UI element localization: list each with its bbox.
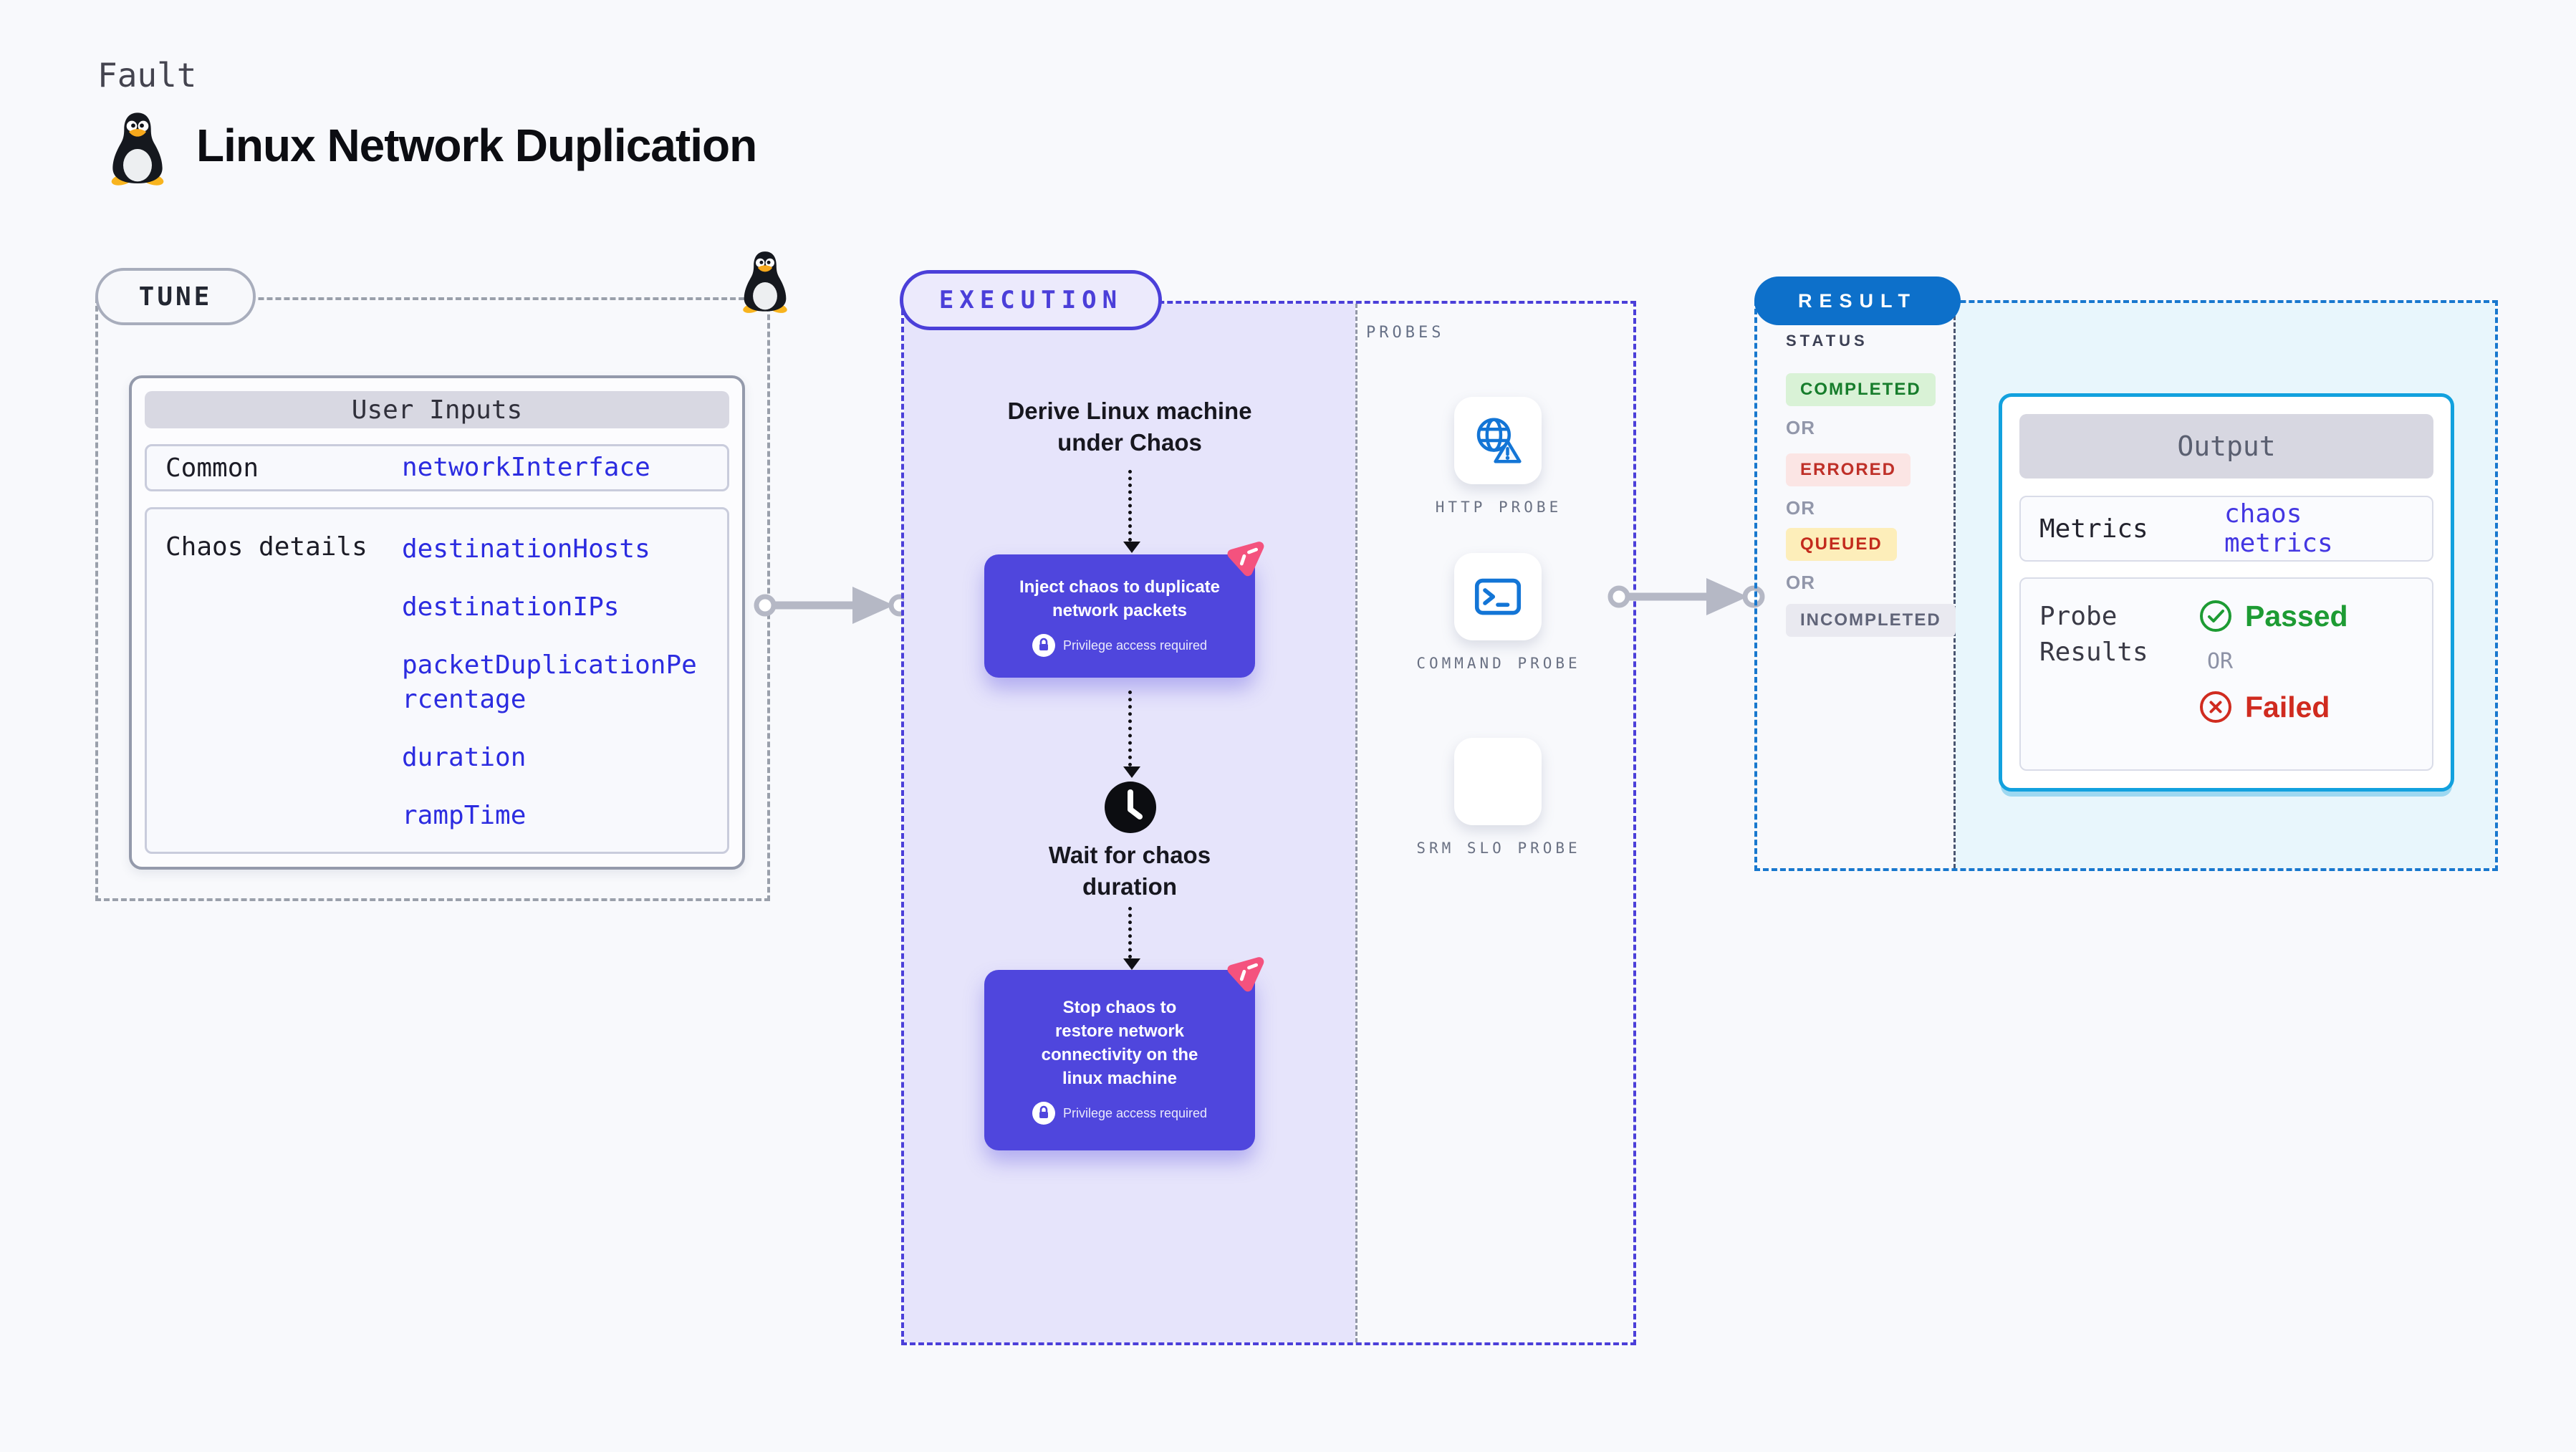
step-stop-node: Stop chaos to restore network connectivi… <box>984 970 1255 1150</box>
probe-result-passed: Passed <box>2198 599 2348 633</box>
output-or-separator: OR <box>2207 649 2234 674</box>
metrics-label: Metrics <box>2039 514 2148 544</box>
status-or-separator: OR <box>1786 417 1815 438</box>
failed-label: Failed <box>2245 690 2330 723</box>
status-chip-queued: QUEUED <box>1786 528 1897 561</box>
execution-badge: EXECUTION <box>900 270 1162 330</box>
flow-arrow-down-icon <box>1123 470 1140 553</box>
step-derive-label: Derive Linux machine under Chaos <box>1007 398 1252 456</box>
check-circle-icon <box>2198 599 2233 633</box>
http-probe-label: HTTP PROBE <box>1435 499 1562 516</box>
input-variable: duration <box>402 743 527 772</box>
privilege-note: Privilege access required <box>1062 638 1208 653</box>
lock-icon <box>1032 634 1055 657</box>
page-title: Linux Network Duplication <box>196 120 757 171</box>
output-card: Output Metrics chaos metrics Probe Resul… <box>1999 393 2454 792</box>
status-chip-completed: COMPLETED <box>1786 373 1936 406</box>
input-variable: packetDuplicationPercentage <box>402 650 697 714</box>
user-inputs-title: User Inputs <box>145 391 729 429</box>
execution-flow-panel: Derive Linux machine under Chaos Inject … <box>904 304 1355 1342</box>
status-chip-errored: ERRORED <box>1786 453 1911 486</box>
result-section-box: STATUS COMPLETED OR ERRORED OR QUEUED OR… <box>1754 300 2498 871</box>
table-row-chaos-details: Chaos details destinationHosts destinati… <box>145 507 729 854</box>
chaos-fault-icon <box>1223 535 1269 581</box>
execution-section-box: Derive Linux machine under Chaos Inject … <box>901 301 1636 1345</box>
metrics-row: Metrics chaos metrics <box>2019 496 2433 562</box>
probe-results-row: Probe Results Passed OR Failed <box>2019 577 2433 771</box>
status-column: STATUS COMPLETED OR ERRORED OR QUEUED OR… <box>1757 303 1956 868</box>
srm-slo-probe-label: SRM SLO PROBE <box>1416 840 1581 857</box>
inject-node-title: Inject chaos to duplicate network packet… <box>1019 577 1221 620</box>
flow-arrow-down-icon <box>1123 907 1140 970</box>
arrow-execution-to-result <box>1600 564 1767 629</box>
tune-badge: TUNE <box>95 268 256 325</box>
probe-results-label: Probe Results <box>2039 602 2148 667</box>
row-label: Chaos details <box>165 532 367 562</box>
command-probe-card <box>1454 553 1542 640</box>
slo-donut-check-icon <box>1472 756 1524 807</box>
passed-label: Passed <box>2245 599 2348 633</box>
terminal-icon <box>1472 571 1524 622</box>
linux-tux-corner-icon <box>741 251 789 314</box>
input-variable: rampTime <box>402 801 527 830</box>
table-row-common: Common networkInterface <box>145 444 729 491</box>
probes-title: PROBES <box>1366 324 1445 342</box>
command-probe-label: COMMAND PROBE <box>1416 655 1581 672</box>
metrics-value: chaos metrics <box>2224 499 2333 558</box>
probes-panel: PROBES HTTP PROBE COMMAND PROBE SRM SLO … <box>1355 304 1633 1342</box>
output-region: Output Metrics chaos metrics Probe Resul… <box>1956 303 2495 868</box>
http-probe-card <box>1454 397 1542 484</box>
arrow-tune-to-execution <box>746 573 913 638</box>
row-label: Common <box>165 453 259 483</box>
status-title: STATUS <box>1786 332 1868 350</box>
status-or-separator: OR <box>1786 497 1815 519</box>
wait-clock-icon <box>1104 781 1157 834</box>
x-circle-icon <box>2198 690 2233 724</box>
chaos-fault-icon <box>1223 951 1269 996</box>
lock-icon <box>1032 1102 1055 1125</box>
probe-result-failed: Failed <box>2198 690 2330 724</box>
input-variable: destinationIPs <box>402 592 620 622</box>
fault-eyebrow-label: Fault <box>97 56 197 95</box>
input-variable: destinationHosts <box>402 534 650 564</box>
linux-tux-icon <box>109 112 166 186</box>
output-title: Output <box>2019 414 2433 479</box>
status-or-separator: OR <box>1786 572 1815 593</box>
step-inject-node: Inject chaos to duplicate network packet… <box>984 554 1255 678</box>
stop-node-title: Stop chaos to restore network connectivi… <box>1041 998 1198 1088</box>
result-badge: RESULT <box>1754 277 1961 325</box>
srm-slo-probe-card <box>1454 738 1542 825</box>
status-chip-incompleted: INCOMPLETED <box>1786 604 1956 637</box>
input-variable: networkInterface <box>402 453 650 483</box>
globe-alert-icon <box>1472 415 1524 466</box>
step-wait-label: Wait for chaos duration <box>1048 842 1211 900</box>
user-inputs-card: User Inputs Common networkInterface Chao… <box>129 375 745 870</box>
privilege-note: Privilege access required <box>1062 1105 1208 1120</box>
flow-arrow-down-icon <box>1123 691 1140 778</box>
